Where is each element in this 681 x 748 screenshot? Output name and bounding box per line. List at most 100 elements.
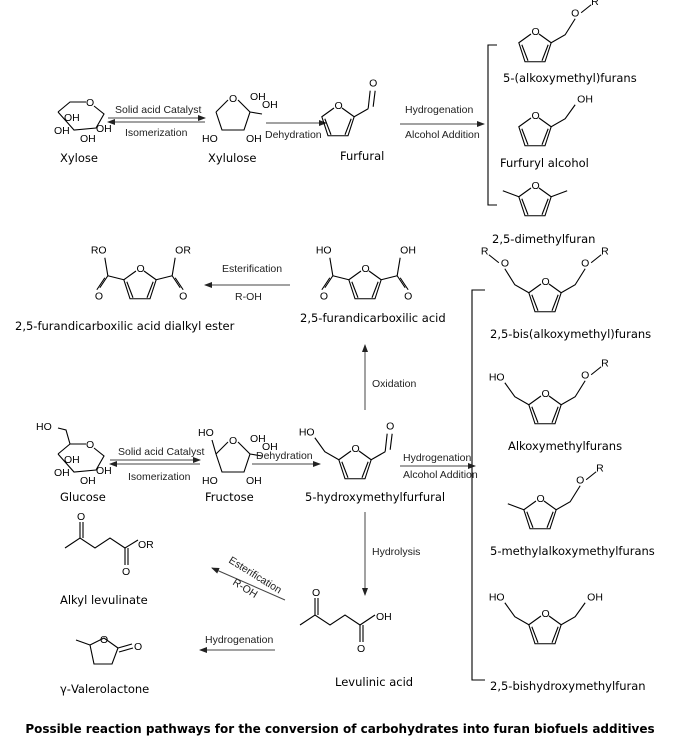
atom-label-oh: OH xyxy=(376,611,392,623)
atom-label-o: O xyxy=(542,276,550,288)
bond xyxy=(585,471,597,481)
figure-caption: Possible reaction pathways for the conve… xyxy=(25,722,654,736)
product-bracket xyxy=(487,44,497,206)
double-bond xyxy=(146,281,154,298)
compound-name-bis-alkoxymethylfurans: 2,5-bis(alkoxymethyl)furans xyxy=(490,327,651,341)
furan-ring xyxy=(528,615,562,645)
atom-label-o: O xyxy=(357,643,365,655)
bond xyxy=(215,99,229,113)
condition-hydrogenation: Hydrogenation xyxy=(205,634,273,646)
bond xyxy=(507,503,525,511)
sugar-ring xyxy=(57,443,86,455)
sugar-ring xyxy=(57,105,105,131)
atom-label-ho: HO xyxy=(202,133,218,145)
atom-label-oh: OH xyxy=(246,133,262,145)
furan-ring xyxy=(528,395,562,425)
bond xyxy=(504,382,530,406)
atom-label-r: R xyxy=(596,463,604,475)
atom-label-oh: OH xyxy=(262,441,278,453)
double-bond xyxy=(546,511,554,528)
esterification-arrow xyxy=(211,567,286,601)
atom-label-ro: RO xyxy=(91,245,107,257)
bond xyxy=(372,90,376,107)
bond xyxy=(504,602,530,626)
bond xyxy=(560,602,586,626)
atom-label-oh: OH xyxy=(400,245,416,257)
atom-label-oh: OH xyxy=(577,94,593,106)
bond xyxy=(396,257,401,276)
double-bond xyxy=(361,461,369,478)
bond xyxy=(550,190,568,198)
condition-oxidation: Oxidation xyxy=(372,378,417,390)
atom-label-o: O xyxy=(335,100,343,112)
furan-ring xyxy=(528,283,562,313)
atom-label-ho: HO xyxy=(316,245,332,257)
bond xyxy=(389,433,393,450)
bond xyxy=(550,18,576,44)
atom-label-r: R xyxy=(601,246,609,258)
atom-label-o: O xyxy=(352,443,360,455)
bond xyxy=(396,275,406,289)
double-bond xyxy=(521,128,529,145)
atom-label-or: OR xyxy=(175,245,191,257)
atom-label-o: O xyxy=(404,291,412,303)
atom-label-ho: HO xyxy=(299,427,315,439)
compound-name-furfuryl-alcohol: Furfuryl alcohol xyxy=(500,156,589,170)
bond xyxy=(381,275,398,281)
bond xyxy=(370,451,386,461)
atom-label-o: O xyxy=(86,97,94,109)
atom-label-ho: HO xyxy=(36,421,52,433)
bond xyxy=(99,275,109,289)
atom-label-o: O xyxy=(312,587,320,599)
compound-name-bishydroxymethylfuran: 2,5-bishydroxymethylfuran xyxy=(490,679,646,693)
condition-alcohol-addition: Alcohol Addition xyxy=(405,129,480,141)
atom-label-o: O xyxy=(542,608,550,620)
bond xyxy=(367,90,371,109)
atom-label-r: R xyxy=(591,0,599,8)
atom-label-ho: HO xyxy=(198,427,214,439)
atom-label-or: OR xyxy=(138,539,154,551)
bond xyxy=(550,104,576,128)
furan-ring xyxy=(348,270,382,300)
sugar-ring xyxy=(57,447,105,473)
atom-label-o: O xyxy=(179,291,187,303)
bond xyxy=(324,275,334,289)
atom-label-r: R xyxy=(481,246,489,258)
bond xyxy=(353,108,369,118)
bond xyxy=(104,257,109,276)
atom-label-o: O xyxy=(86,439,94,451)
compound-name-gvl: γ-Valerolactone xyxy=(60,682,149,696)
atom-label-oh: OH xyxy=(54,125,70,137)
bond xyxy=(171,275,181,289)
compound-name-dimethylfuran: 2,5-dimethylfuran xyxy=(492,232,595,246)
condition-alcohol-addition: Alcohol Addition xyxy=(403,469,478,481)
double-bond xyxy=(521,198,529,215)
double-bond xyxy=(531,294,539,311)
compound-name-fdca: 2,5-furandicarboxilic acid xyxy=(300,311,446,325)
atom-label-o: O xyxy=(122,566,130,578)
atom-label-o: O xyxy=(576,475,584,487)
atom-label-o: O xyxy=(369,78,377,90)
furan-ring xyxy=(321,107,355,137)
bond xyxy=(156,275,173,281)
atom-label-o: O xyxy=(229,435,237,447)
atom-label-ho: HO xyxy=(202,475,218,487)
compound-name-glucose: Glucose xyxy=(60,490,106,504)
atom-label-oh: OH xyxy=(80,475,96,487)
atom-label-o: O xyxy=(137,263,145,275)
compound-name-5-alkoxymethylfurans: 5-(alkoxymethyl)furans xyxy=(503,71,637,85)
condition-solid-acid: Solid acid Catalyst xyxy=(115,104,201,116)
atom-label-o: O xyxy=(581,370,589,382)
condition-solid-acid: Solid acid Catalyst xyxy=(118,446,204,458)
bond xyxy=(590,366,602,376)
atom-label-o: O xyxy=(532,180,540,192)
atom-label-oh: OH xyxy=(246,475,262,487)
double-bond xyxy=(126,281,134,298)
atom-label-ho: HO xyxy=(489,592,505,604)
compound-name-fdca-ester: 2,5-furandicarboxilic acid dialkyl ester xyxy=(15,319,235,333)
double-bond xyxy=(541,198,549,215)
bond xyxy=(504,268,530,294)
condition-hydrogenation: Hydrogenation xyxy=(405,104,473,116)
